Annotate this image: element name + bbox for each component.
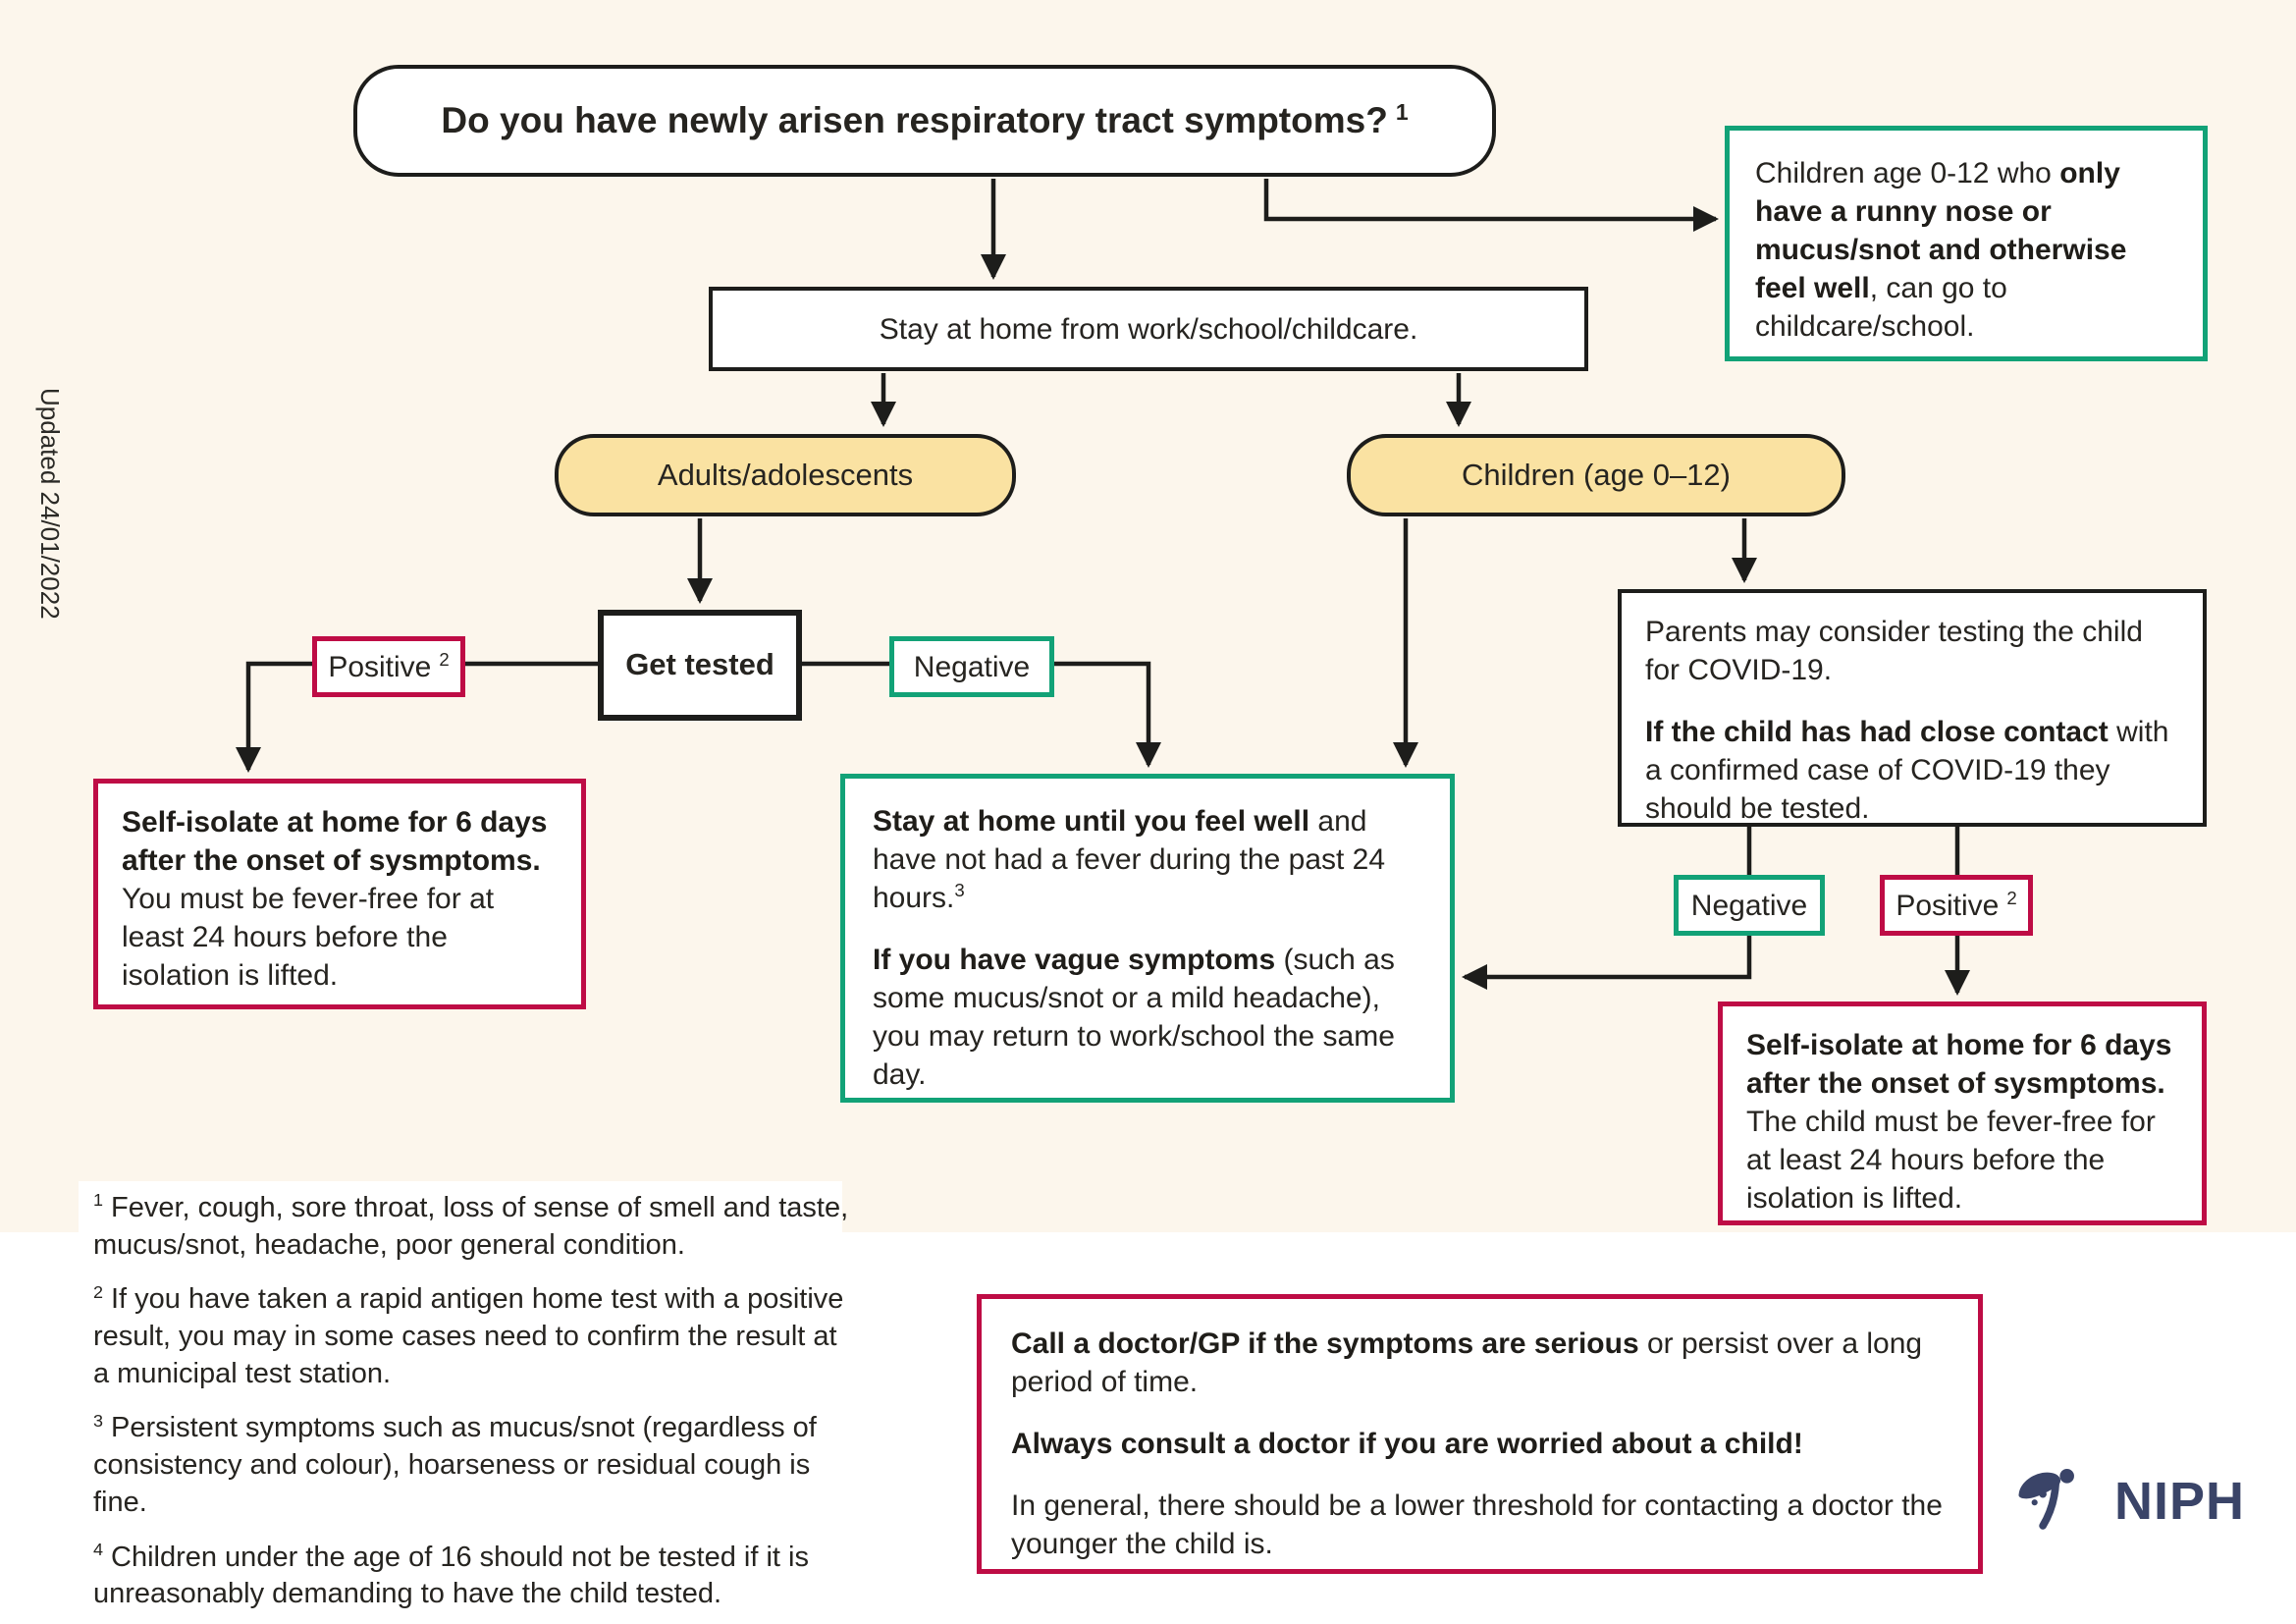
self-isolate-child-rest: The child must be fever-free for at leas… bbox=[1746, 1106, 2156, 1215]
stay-until-well-rest: and have not had a fever during the past… bbox=[873, 805, 1386, 914]
call-doctor-p3: In general, there should be a lower thre… bbox=[1011, 1489, 1943, 1560]
positive-text: Positive bbox=[1896, 889, 2000, 922]
stay-home-text: Stay at home from work/school/childcare. bbox=[879, 312, 1418, 346]
note-pre: Children age 0-12 who bbox=[1755, 157, 2060, 189]
parents-p2: If the child has had close contact with … bbox=[1645, 713, 2179, 828]
parents-p1: Parents may consider testing the child f… bbox=[1645, 616, 2143, 686]
negative-text: Negative bbox=[913, 650, 1031, 683]
get-tested-box: Get tested bbox=[598, 610, 802, 721]
call-doctor-rest: or persist over a long period of time. bbox=[1011, 1327, 1923, 1398]
self-isolate-child-box: Self-isolate at home for 6 days after th… bbox=[1718, 1001, 2207, 1225]
branch-children-label: Children (age 0–12) bbox=[1461, 457, 1731, 492]
footnote-ref-2: 2 bbox=[2006, 887, 2017, 908]
note-bold: only have a runny nose or mucus/snot and… bbox=[1755, 157, 2127, 304]
branch-adults: Adults/adolescents bbox=[555, 434, 1016, 516]
self-isolate-adult-box: Self-isolate at home for 6 days after th… bbox=[93, 779, 586, 1009]
negative-label-adults: Negative bbox=[889, 636, 1054, 697]
niph-figure-icon bbox=[2018, 1469, 2074, 1530]
niph-logo-text: NIPH bbox=[2114, 1472, 2246, 1531]
close-contact-bold: If the child has had close contact bbox=[1645, 716, 2109, 748]
updated-date: Updated 24/01/2022 bbox=[35, 388, 65, 620]
stay-until-well-bold: Stay at home until you feel well bbox=[873, 805, 1310, 838]
flow-connector-group bbox=[236, 179, 1970, 996]
call-doctor-p1: Call a doctor/GP if the symptoms are ser… bbox=[1011, 1325, 1949, 1401]
question-title: Do you have newly arisen respiratory tra… bbox=[441, 99, 1388, 140]
self-isolate-adult-bold: Self-isolate at home for 6 days after th… bbox=[122, 806, 548, 877]
vague-symptoms-rest: (such as some mucus/snot or a mild heada… bbox=[873, 944, 1395, 1091]
negative-label-children: Negative bbox=[1674, 875, 1825, 936]
stay-home-box: Stay at home from work/school/childcare. bbox=[709, 287, 1588, 371]
positive-label-adults: Positive 2 bbox=[312, 636, 465, 697]
stay-until-well-p1: Stay at home until you feel well and hav… bbox=[873, 802, 1422, 917]
call-doctor-box: Call a doctor/GP if the symptoms are ser… bbox=[977, 1294, 1983, 1574]
branch-children: Children (age 0–12) bbox=[1347, 434, 1845, 516]
negative-text: Negative bbox=[1690, 889, 1808, 922]
close-contact-rest: with a confirmed case of COVID-19 they s… bbox=[1645, 716, 2169, 825]
stay-until-well-box: Stay at home until you feel well and hav… bbox=[840, 774, 1455, 1103]
footnote-ref-1: 1 bbox=[1395, 98, 1409, 125]
footnote-ref-2: 2 bbox=[439, 648, 450, 670]
note-post: , can go to childcare/school. bbox=[1755, 272, 2007, 343]
branch-adults-label: Adults/adolescents bbox=[657, 457, 914, 492]
vague-symptoms-bold: If you have vague symptoms bbox=[873, 944, 1276, 976]
positive-text: Positive bbox=[328, 650, 432, 683]
niph-logo: NIPH bbox=[2014, 1463, 2245, 1540]
vague-symptoms-p2: If you have vague symptoms (such as some… bbox=[873, 941, 1422, 1094]
question-title-box: Do you have newly arisen respiratory tra… bbox=[353, 65, 1496, 177]
footnote-ref-3: 3 bbox=[954, 880, 965, 900]
children-runny-nose-note: Children age 0-12 who only have a runny … bbox=[1725, 126, 2208, 361]
self-isolate-adult-rest: You must be fever-free for at least 24 h… bbox=[122, 883, 495, 992]
self-isolate-child-bold: Self-isolate at home for 6 days after th… bbox=[1746, 1029, 2172, 1100]
call-doctor-p2: Always consult a doctor if you are worri… bbox=[1011, 1425, 1949, 1463]
get-tested-label: Get tested bbox=[625, 647, 774, 682]
footnote-background bbox=[79, 1181, 842, 1240]
call-doctor-bold: Call a doctor/GP if the symptoms are ser… bbox=[1011, 1327, 1639, 1360]
consult-doctor-bold: Always consult a doctor if you are worri… bbox=[1011, 1428, 1803, 1460]
parents-testing-box: Parents may consider testing the child f… bbox=[1618, 589, 2207, 827]
positive-label-children: Positive 2 bbox=[1880, 875, 2033, 936]
